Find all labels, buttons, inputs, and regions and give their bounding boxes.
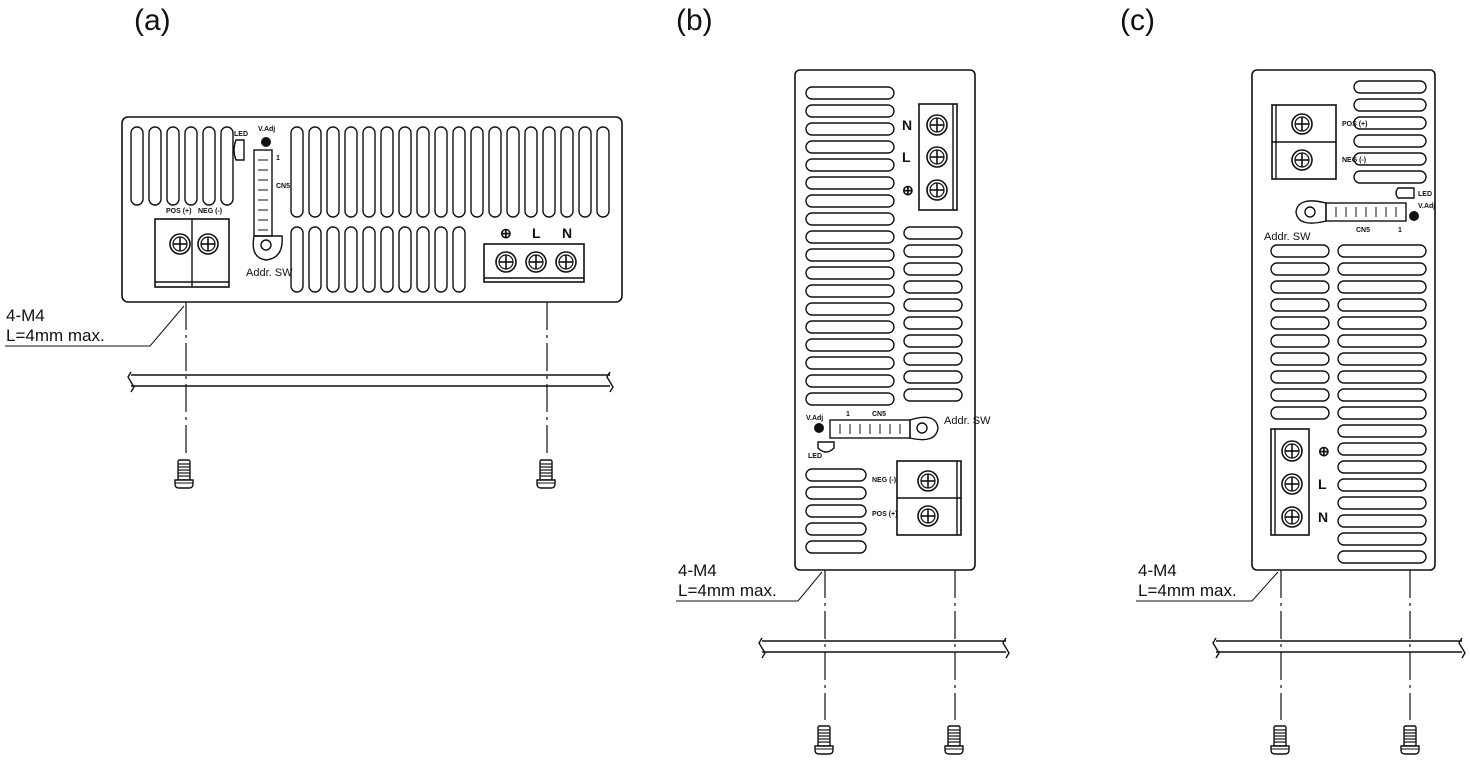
vent-slots-short-column <box>1270 244 1330 420</box>
input-l-label: L <box>532 225 541 241</box>
panel-c-label: (c) <box>1120 4 1155 37</box>
mounting-screw-right <box>536 459 556 489</box>
addr-sw-label: Addr. SW <box>246 267 293 279</box>
mounting-screw-left <box>814 725 834 755</box>
input-ground-label: ⊕ <box>1318 443 1330 459</box>
input-n-label: N <box>562 225 572 241</box>
input-n-label: N <box>902 117 912 133</box>
mounting-hardware: 4-M4 L=4mm max. <box>676 561 1010 755</box>
led-label: LED <box>234 131 248 138</box>
mounting-hardware: 4-M4 L=4mm max. <box>1136 561 1466 755</box>
output-pos-label: POS (+) <box>1342 121 1367 128</box>
input-ground-label: ⊕ <box>500 225 512 241</box>
address-switch <box>916 422 928 434</box>
vent-slots-long-column <box>805 86 895 406</box>
vadj-potentiometer <box>1409 211 1419 221</box>
vent-slots-upper-right <box>290 126 610 218</box>
control-board: LED V.Adj 1 CN5 Addr. SW <box>233 126 293 279</box>
cn5-label: CN5 <box>872 411 886 418</box>
led-label: LED <box>1418 191 1432 198</box>
mounting-hardware: 4-M4 L=4mm max. <box>5 302 614 489</box>
screw-note-leader <box>1136 571 1279 602</box>
mounting-screw-left <box>174 459 194 489</box>
screw-note-leader <box>676 571 823 602</box>
vadj-potentiometer <box>814 423 824 433</box>
vadj-label: V.Adj <box>806 415 823 422</box>
address-switch <box>260 239 272 251</box>
screw-note-line-2: L=4mm max. <box>1138 581 1237 600</box>
vent-slots-lower-middle <box>290 226 466 293</box>
panel-a: (a) <box>5 4 623 489</box>
screw-note-line-1: 4-M4 <box>1138 561 1177 580</box>
vent-slots-short-column <box>903 226 963 402</box>
output-neg-label: NEG (-) <box>1342 157 1366 164</box>
vadj-potentiometer <box>261 137 271 147</box>
addr-sw-label: Addr. SW <box>1264 231 1311 243</box>
panel-a-label: (a) <box>134 4 171 37</box>
mounting-screw-left <box>1270 725 1290 755</box>
input-l-label: L <box>902 149 911 165</box>
mounting-screw-right <box>944 725 964 755</box>
vent-slots-long-column <box>1337 244 1427 564</box>
mounting-screw-right <box>1400 725 1420 755</box>
panel-b: (b) <box>676 4 1010 755</box>
address-switch <box>1304 206 1316 218</box>
screw-note-line-2: L=4mm max. <box>6 326 105 345</box>
control-board: V.Adj 1 CN5 LED Addr. SW <box>806 411 991 460</box>
vadj-label: V.Adj <box>1418 203 1435 210</box>
vent-slots-bottom <box>805 468 867 554</box>
output-neg-label: NEG (-) <box>872 477 896 484</box>
vent-slots-top <box>1353 80 1427 184</box>
input-terminal-block: ⊕ L N <box>1270 428 1330 536</box>
output-pos-label: POS (+) <box>872 511 897 518</box>
pin-1-label: 1 <box>1398 227 1402 234</box>
vadj-label: V.Adj <box>258 126 275 133</box>
cn5-label: CN5 <box>276 183 290 190</box>
output-neg-label: NEG (-) <box>198 208 222 215</box>
vent-slots-left <box>130 126 234 206</box>
input-n-label: N <box>1318 509 1328 525</box>
input-l-label: L <box>1318 476 1327 492</box>
pin-1-label: 1 <box>846 411 850 418</box>
screw-note-line-2: L=4mm max. <box>678 581 777 600</box>
panel-b-label: (b) <box>676 4 713 37</box>
input-ground-label: ⊕ <box>902 182 914 198</box>
input-terminal-block: ⊕ L N <box>483 225 585 283</box>
control-board: V.Adj 1 CN5 LED Addr. SW <box>1264 187 1435 243</box>
output-pos-label: POS (+) <box>166 208 191 215</box>
cn5-label: CN5 <box>1356 227 1370 234</box>
screw-note-leader <box>5 305 185 347</box>
output-terminal-block: POS (+) NEG (-) <box>1271 104 1367 180</box>
screw-note-line-1: 4-M4 <box>678 561 717 580</box>
output-terminal-block: POS (+) NEG (-) <box>154 208 230 288</box>
pin-1-label: 1 <box>276 155 280 162</box>
output-terminal-block: NEG (-) POS (+) <box>872 460 962 536</box>
input-terminal-block: N L ⊕ <box>902 103 958 211</box>
led-label: LED <box>808 453 822 460</box>
addr-sw-label: Addr. SW <box>944 415 991 427</box>
panel-c: (c) <box>1120 4 1466 755</box>
screw-note-line-1: 4-M4 <box>6 306 45 325</box>
